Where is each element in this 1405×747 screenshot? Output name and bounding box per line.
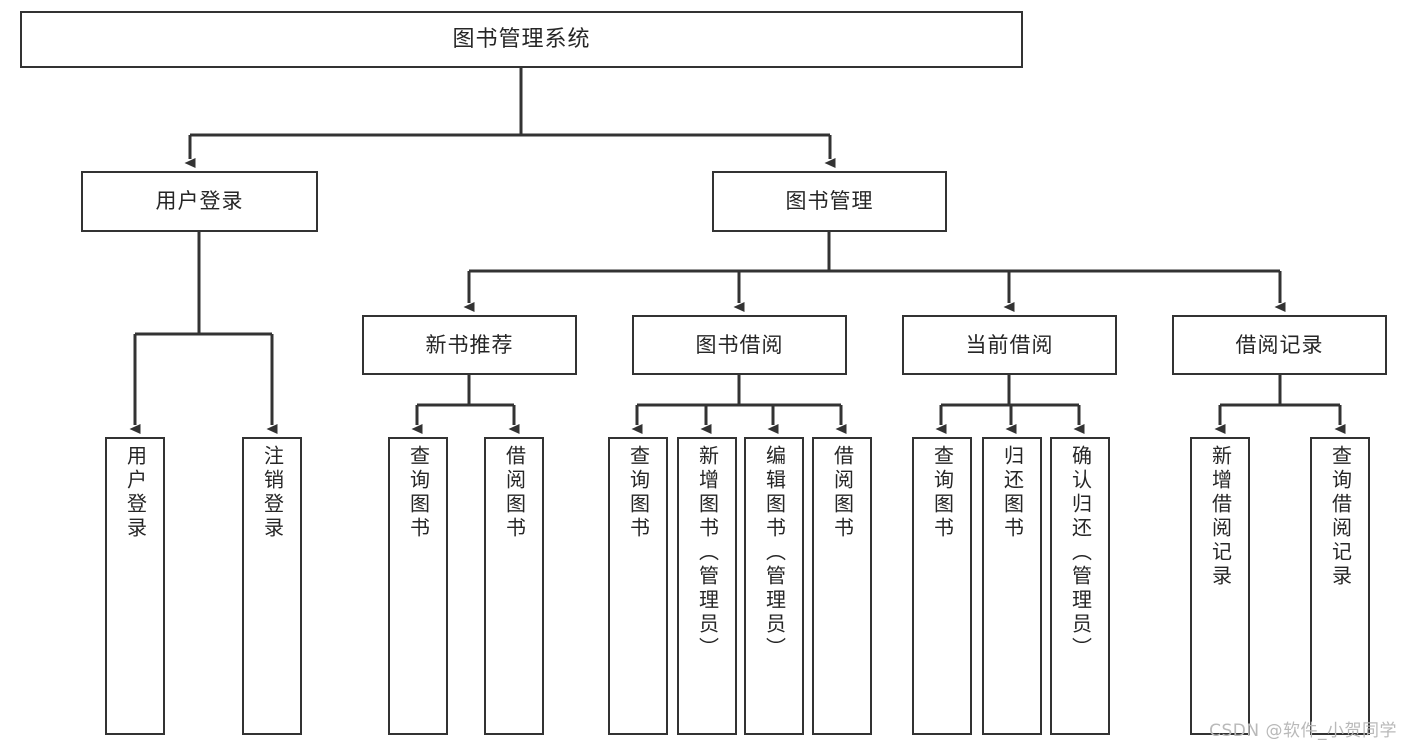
node-user-login[interactable]: 用户登录: [81, 171, 318, 232]
node-book-manage[interactable]: 图书管理: [712, 171, 947, 232]
node-new-book-rec-label: 新书推荐: [425, 332, 514, 357]
node-leaf-query-book-rec-label: 查询图书: [406, 445, 431, 541]
node-new-book-rec[interactable]: 新书推荐: [362, 315, 577, 375]
node-borrow-record-label: 借阅记录: [1235, 332, 1324, 357]
node-leaf-return-book-label: 归还图书: [1000, 445, 1025, 541]
node-leaf-query-book-rec[interactable]: 查询图书: [388, 437, 448, 735]
node-leaf-query-book-cb-label: 查询图书: [930, 445, 955, 541]
node-leaf-confirm-return[interactable]: 确认归还（管理员）: [1050, 437, 1110, 735]
node-leaf-query-book-bm-label: 查询图书: [626, 445, 651, 541]
node-leaf-edit-book-label: 编辑图书（管理员）: [762, 445, 787, 661]
node-book-borrow-label: 图书借阅: [695, 332, 784, 357]
node-leaf-borrow-book-rec[interactable]: 借阅图书: [484, 437, 544, 735]
node-leaf-borrow-book-bm[interactable]: 借阅图书: [812, 437, 872, 735]
node-leaf-user-logout-label: 注销登录: [260, 445, 285, 541]
node-leaf-query-book-cb[interactable]: 查询图书: [912, 437, 972, 735]
node-book-borrow[interactable]: 图书借阅: [632, 315, 847, 375]
node-leaf-add-record[interactable]: 新增借阅记录: [1190, 437, 1250, 735]
node-book-manage-label: 图书管理: [785, 189, 874, 214]
node-leaf-edit-book[interactable]: 编辑图书（管理员）: [744, 437, 804, 735]
node-leaf-user-logout[interactable]: 注销登录: [242, 437, 302, 735]
node-leaf-add-book-label: 新增图书（管理员）: [695, 445, 720, 661]
node-leaf-query-record-label: 查询借阅记录: [1328, 445, 1353, 589]
node-user-login-label: 用户登录: [155, 189, 244, 214]
csdn-watermark: CSDN @软件_小贺同学: [1209, 721, 1397, 741]
node-leaf-user-login-label: 用户登录: [123, 445, 148, 541]
node-leaf-user-login[interactable]: 用户登录: [105, 437, 165, 735]
node-root[interactable]: 图书管理系统: [20, 11, 1023, 68]
node-current-borrow[interactable]: 当前借阅: [902, 315, 1117, 375]
node-leaf-return-book[interactable]: 归还图书: [982, 437, 1042, 735]
node-borrow-record[interactable]: 借阅记录: [1172, 315, 1387, 375]
node-root-label: 图书管理系统: [452, 26, 591, 52]
node-leaf-confirm-return-label: 确认归还（管理员）: [1068, 445, 1093, 661]
node-leaf-add-book[interactable]: 新增图书（管理员）: [677, 437, 737, 735]
node-leaf-query-book-bm[interactable]: 查询图书: [608, 437, 668, 735]
node-leaf-borrow-book-rec-label: 借阅图书: [502, 445, 527, 541]
node-current-borrow-label: 当前借阅: [965, 332, 1054, 357]
node-leaf-borrow-book-bm-label: 借阅图书: [830, 445, 855, 541]
node-leaf-query-record[interactable]: 查询借阅记录: [1310, 437, 1370, 735]
node-leaf-add-record-label: 新增借阅记录: [1208, 445, 1233, 589]
